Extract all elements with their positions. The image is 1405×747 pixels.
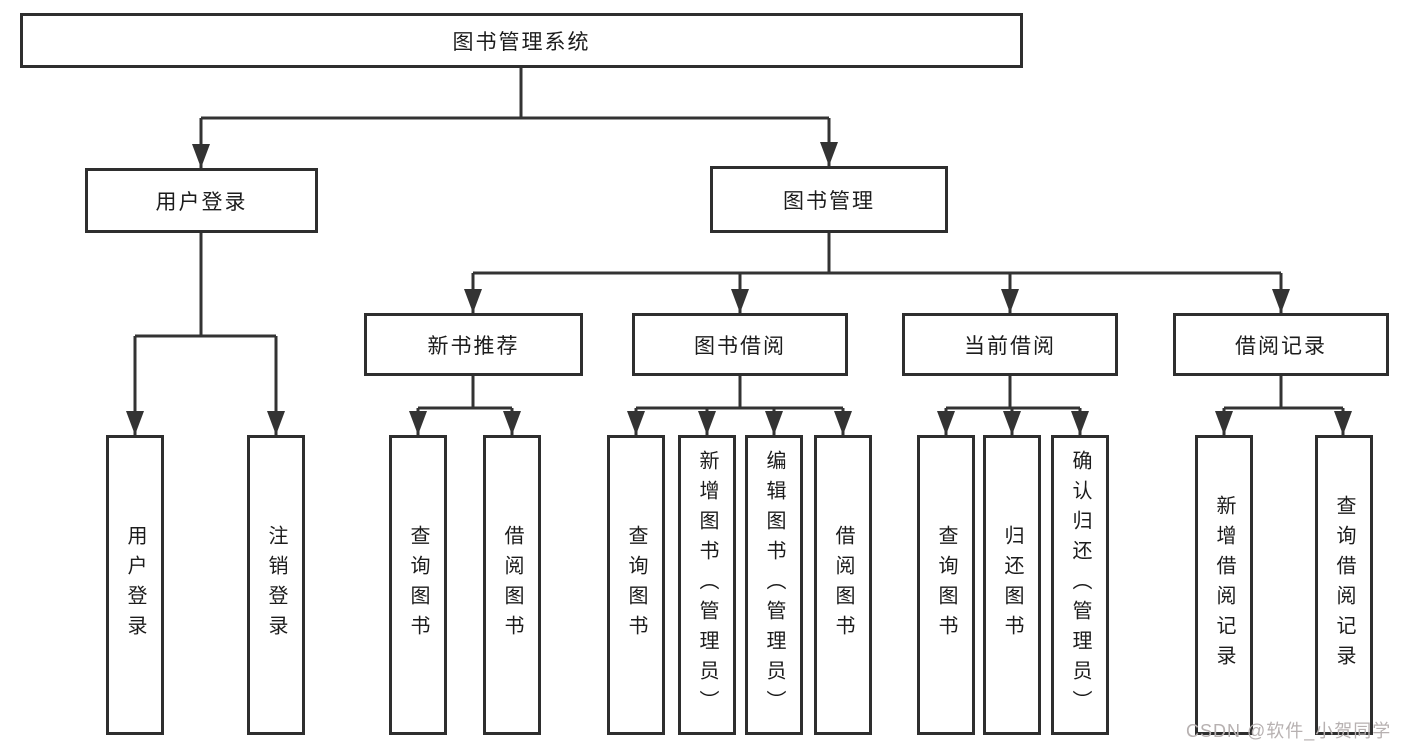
- leaf-newbook-borrow-books: 借阅图书: [483, 435, 541, 735]
- leaf-logout: 注销登录: [247, 435, 305, 735]
- leaf-borrow-query-books: 查询图书: [607, 435, 665, 735]
- node-user-login: 用户登录: [85, 168, 318, 233]
- leaf-newbook-query-books: 查询图书: [389, 435, 447, 735]
- leaf-current-query-books: 查询图书: [917, 435, 975, 735]
- leaf-current-return-books: 归还图书: [983, 435, 1041, 735]
- node-current-borrow: 当前借阅: [902, 313, 1118, 376]
- leaf-current-confirm-return-admin: 确认归还（管理员）: [1051, 435, 1109, 735]
- node-book-borrow: 图书借阅: [632, 313, 848, 376]
- csdn-watermark: CSDN @软件_小贺同学: [1186, 721, 1392, 741]
- leaf-records-add-borrow-record: 新增借阅记录: [1195, 435, 1253, 735]
- leaf-records-query-borrow-record: 查询借阅记录: [1315, 435, 1373, 735]
- node-new-book-recommend: 新书推荐: [364, 313, 583, 376]
- leaf-borrow-add-books-admin: 新增图书（管理员）: [678, 435, 736, 735]
- leaf-borrow-edit-books-admin: 编辑图书（管理员）: [745, 435, 803, 735]
- node-library-management-system: 图书管理系统: [20, 13, 1023, 68]
- node-borrow-records: 借阅记录: [1173, 313, 1389, 376]
- leaf-borrow-borrow-books: 借阅图书: [814, 435, 872, 735]
- leaf-user-login: 用户登录: [106, 435, 164, 735]
- node-book-management: 图书管理: [710, 166, 948, 233]
